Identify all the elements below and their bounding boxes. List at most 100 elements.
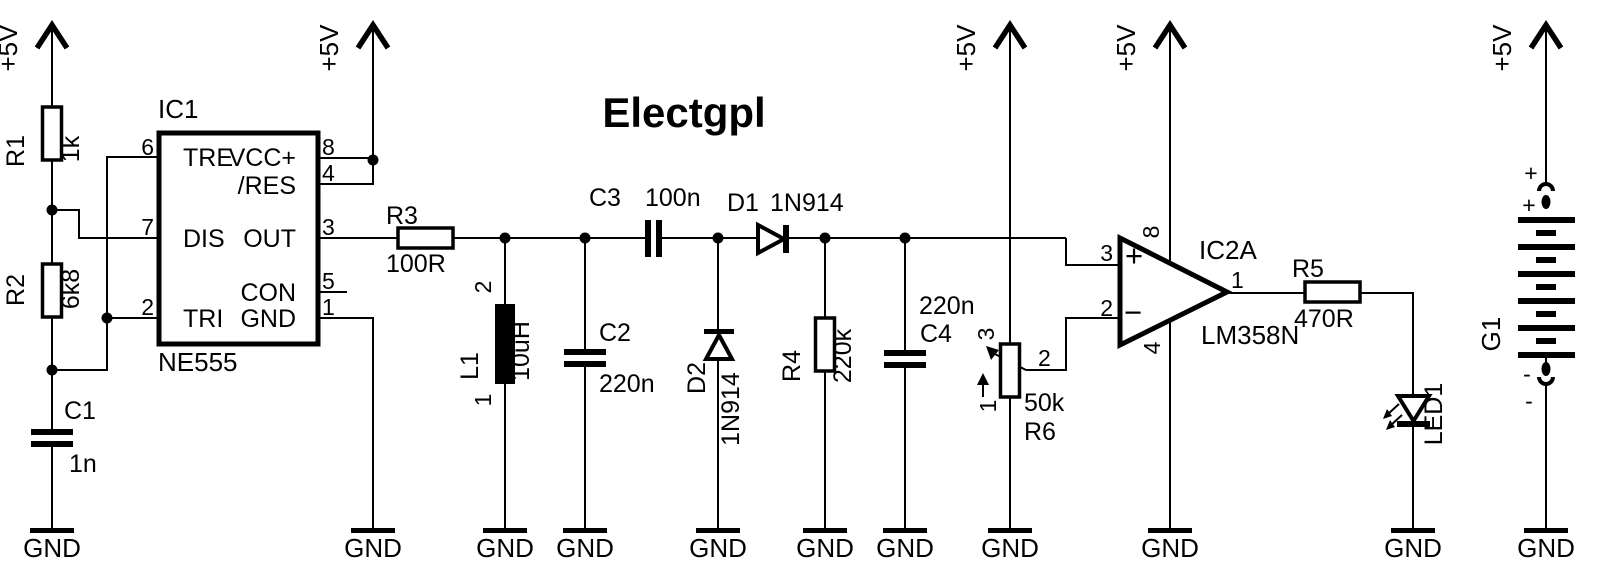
gnd-symbol [344,528,402,563]
capacitor-c4: 220n C4 [884,292,975,368]
gnd-symbol [689,528,747,563]
gnd-symbol [556,528,614,563]
junction-dots [46,154,911,376]
opamp-plus-sign: + [1125,238,1143,273]
c4-ref: C4 [920,320,952,348]
r2-value: 6k8 [57,269,85,309]
ic1-pin-out: OUT [243,225,296,253]
g1-plus-sign: + [1522,192,1535,218]
c2-value: 220n [599,370,655,398]
vcc-symbol [1487,24,1561,72]
r3-ref: R3 [386,202,418,230]
c3-value: 100n [645,184,701,212]
r4-value: 220k [829,328,857,383]
r5-ref: R5 [1292,255,1324,283]
resistor-r2: R2 6k8 [2,262,85,319]
resistor-r3: R3 100R [386,202,455,278]
g1-minus-sign: - [1525,388,1533,414]
g1-minus-sign: - [1523,361,1531,387]
ic2-part: LM358N [1201,320,1299,350]
ic1-pin2-num: 2 [141,294,154,320]
c1-ref: C1 [64,397,96,425]
led1-ref: LED1 [1420,383,1448,446]
ic2-pin4-num: 4 [1139,341,1165,354]
diode-d2: D2 1N914 [683,329,745,446]
gnd-symbol [476,528,534,563]
ic2-pin2-num: 2 [1100,295,1113,321]
vcc-symbol [951,24,1025,72]
resistor-r1: R1 1k [2,105,85,167]
wires [51,27,1547,530]
led-led1: LED1 [1383,383,1448,446]
capacitor-c2: C2 220n [564,319,655,398]
ic1-pin-gnd: GND [240,305,296,333]
vcc-symbol [1111,24,1185,72]
d1-value: 1N914 [770,189,844,217]
l1-pin1-num: 1 [470,394,496,407]
resistor-r4: R4 220k [778,316,857,383]
r6-pin1-num: 1 [975,400,1001,413]
ic1-pin8-num: 8 [322,134,335,160]
c2-ref: C2 [599,319,631,347]
r1-ref: R1 [2,135,30,167]
gnd-symbol [876,528,934,563]
g1-ref: G1 [1476,317,1506,352]
ic1-pin6-num: 6 [141,134,154,160]
ic1-pin3-num: 3 [322,214,335,240]
ic1-pin-res: /RES [238,172,296,200]
gnd-symbol [23,528,81,563]
r3-value: 100R [386,250,446,278]
l1-value: 10uH [507,321,535,381]
ic2-ref: IC2A [1199,235,1257,265]
potentiometer-r6: 3 1 2 50k R6 [973,328,1065,446]
gnd-symbol [796,528,854,563]
r1-value: 1k [57,135,85,162]
ic1-pin-con: CON [240,279,296,307]
ic1-part: NE555 [158,347,238,377]
l1-pin2-num: 2 [470,281,496,294]
ic1-pin-dis: DIS [183,225,225,253]
capacitor-c1: C1 1n [31,397,97,478]
c3-ref: C3 [589,184,621,212]
page-title: Electgpl [602,89,765,136]
ic1-pin7-num: 7 [141,214,154,240]
l1-ref: L1 [456,352,484,380]
power-symbols [0,24,1561,72]
r6-pin2-num: 2 [1038,345,1051,371]
vcc-symbol [0,24,67,72]
battery-g1: + + - - G1 [1476,160,1575,414]
ic2-pin3-num: 3 [1100,240,1113,266]
gnd-symbol [981,528,1039,563]
d2-ref: D2 [683,362,711,394]
d1-ref: D1 [727,189,759,217]
ic1-pin-tre: TRE [183,144,233,172]
ic1-ref: IC1 [158,94,198,124]
d2-value: 1N914 [717,372,745,446]
ic1-pin1-num: 1 [322,294,335,320]
r6-pin3-num: 3 [973,328,999,341]
ic2-pin8-num: 8 [1138,226,1164,239]
capacitor-c3: C3 100n [589,184,701,257]
opamp-minus-sign: − [1124,295,1142,330]
ic2-pin1-num: 1 [1231,267,1244,293]
gnd-symbol [1384,528,1442,563]
ic1-pin-vcc: VCC+ [229,144,296,172]
vcc-symbol [314,24,388,72]
g1-plus-sign: + [1524,160,1537,186]
c4-value: 220n [919,292,975,320]
inductor-l1: 2 1 L1 10uH [456,281,535,407]
diode-d1: D1 1N914 [727,189,844,257]
r6-ref: R6 [1024,418,1056,446]
r2-ref: R2 [2,274,30,306]
ic2a-opamp: + − 3 2 8 4 1 IC2A LM358N [1100,226,1299,355]
gnd-symbol [1517,528,1575,563]
ic1-pin5-num: 5 [322,268,335,294]
c1-value: 1n [69,450,97,478]
ground-symbols [23,528,1575,563]
ic1-ne555: IC1 NE555 6 7 2 8 4 3 5 1 TRE DIS TRI VC… [141,94,335,377]
resistor-r5: R5 470R [1292,255,1362,333]
r6-value: 50k [1024,389,1065,417]
gnd-symbol [1141,528,1199,563]
